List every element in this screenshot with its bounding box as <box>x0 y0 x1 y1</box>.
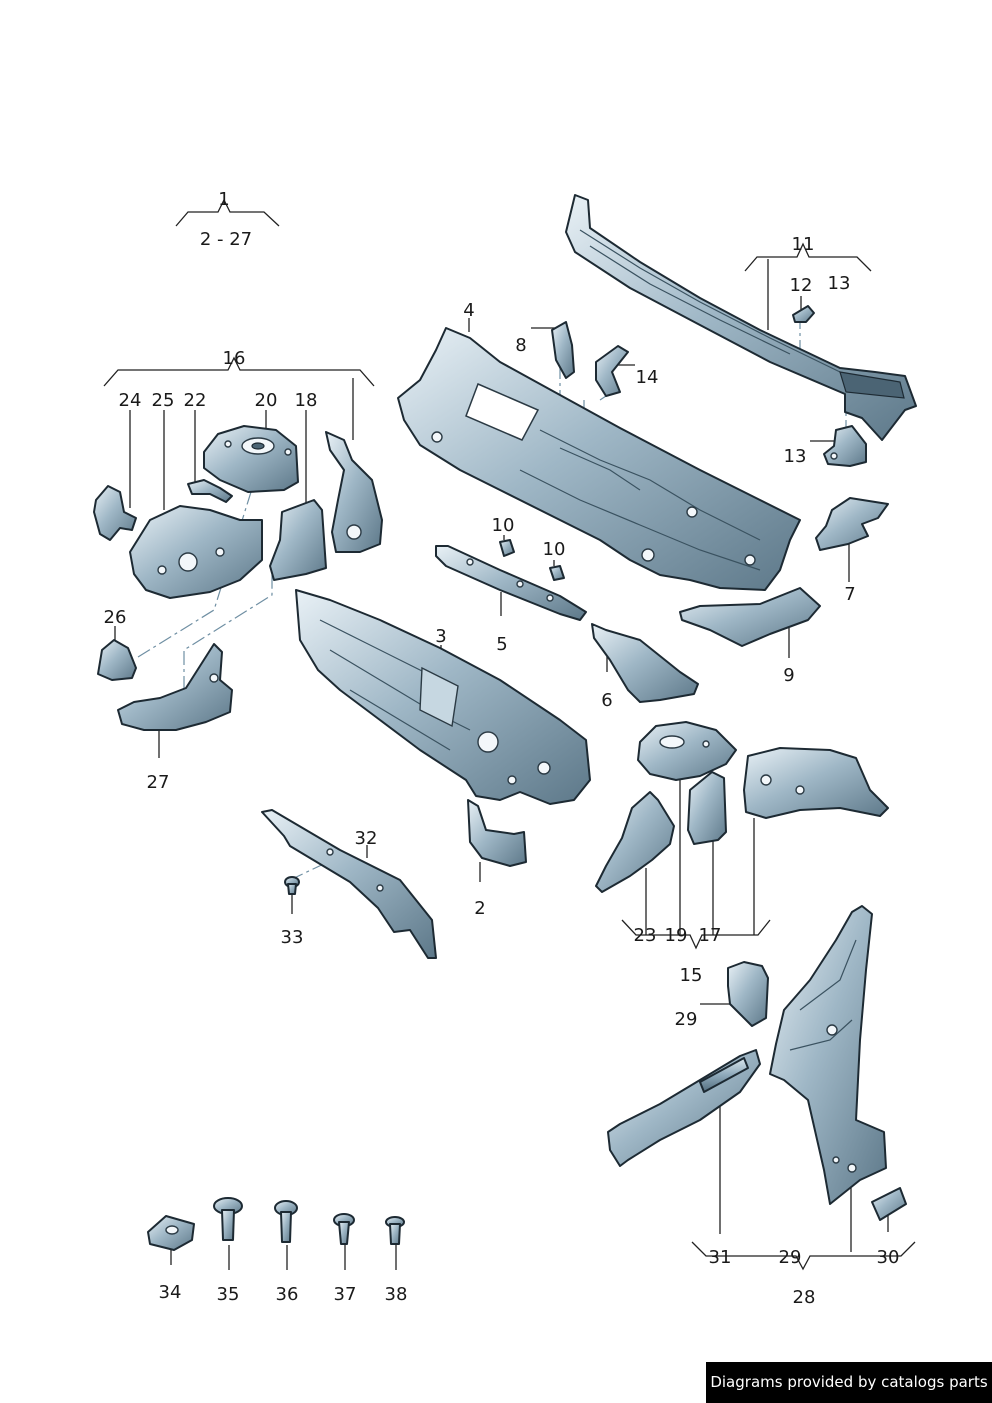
callout-16: 16 <box>223 348 246 369</box>
part-16-member <box>325 431 383 553</box>
part-9-reinforcement <box>679 587 821 647</box>
part-17-panel <box>687 771 727 845</box>
callout-11: 11 <box>792 234 815 255</box>
part-19-strut-dome <box>637 721 737 781</box>
part-32-member <box>261 809 437 959</box>
callout-12: 12 <box>790 275 813 296</box>
part-6-bracket <box>591 623 699 703</box>
part-7-bracket <box>815 497 889 551</box>
part-36-bolt <box>274 1200 298 1243</box>
part-10a-plate <box>499 539 515 557</box>
part-24-bracket <box>93 485 137 541</box>
callout-38: 38 <box>385 1284 408 1305</box>
callout-9: 9 <box>783 665 794 686</box>
callout-22: 22 <box>184 390 207 411</box>
part-31-member <box>607 1049 761 1167</box>
part-20-strut-dome <box>203 425 299 493</box>
part-12-clip <box>792 305 815 323</box>
callout-23: 23 <box>634 925 657 946</box>
callout-5: 5 <box>496 634 507 655</box>
part-11-cowl-crossmember <box>565 194 917 441</box>
callout-6: 6 <box>601 690 612 711</box>
callout-3: 3 <box>435 626 446 647</box>
callout-15: 15 <box>680 965 703 986</box>
callout-7: 7 <box>844 584 855 605</box>
part-13-bracket <box>823 425 867 467</box>
callout-4: 4 <box>463 300 474 321</box>
part-37-bolt <box>333 1213 355 1245</box>
part-8-bracket <box>551 321 575 379</box>
callout-25: 25 <box>152 390 175 411</box>
part-38-bolt <box>385 1216 405 1245</box>
callout-14: 14 <box>636 367 659 388</box>
callout-31: 31 <box>709 1247 732 1268</box>
callout-29b: 29 <box>779 1247 802 1268</box>
callout-17: 17 <box>699 925 722 946</box>
part-28-a-pillar <box>769 905 887 1205</box>
callout-10b: 10 <box>543 539 566 560</box>
part-22-bracket <box>187 479 233 503</box>
part-2-bracket <box>467 799 527 867</box>
callout-33: 33 <box>281 927 304 948</box>
part-25-wheelhouse <box>129 505 263 599</box>
callout-30: 30 <box>877 1247 900 1268</box>
callout-labels: 1 2 - 27 2 3 4 5 6 7 8 9 10 10 11 12 13 … <box>104 189 900 1308</box>
part-3-bulkhead <box>295 589 591 805</box>
part-30-plate <box>871 1187 907 1221</box>
callout-8: 8 <box>515 335 526 356</box>
callout-20: 20 <box>255 390 278 411</box>
part-29-bracket <box>727 961 769 1027</box>
callout-18: 18 <box>295 390 318 411</box>
callout-2: 2 <box>474 898 485 919</box>
callout-37: 37 <box>334 1284 357 1305</box>
callout-13a: 13 <box>828 273 851 294</box>
part-18-panel <box>269 499 327 581</box>
part-4-plenum-panel <box>397 327 801 591</box>
callout-24: 24 <box>119 390 142 411</box>
callout-27: 27 <box>147 772 170 793</box>
part-10b-plate <box>549 565 565 581</box>
leader-lines <box>103 198 916 1271</box>
credit-banner: Diagrams provided by catalogs parts <box>706 1362 992 1403</box>
callout-19: 19 <box>665 925 688 946</box>
part-33-screw <box>284 876 300 895</box>
callout-1: 1 <box>218 189 229 210</box>
part-5-crossmember <box>435 545 587 621</box>
callout-35: 35 <box>217 1284 240 1305</box>
callout-26: 26 <box>104 607 127 628</box>
callout-10a: 10 <box>492 515 515 536</box>
part-35-bolt <box>213 1197 243 1241</box>
part-14-bracket <box>595 345 629 397</box>
part-26-bracket <box>97 639 137 681</box>
callout-13b: 13 <box>784 446 807 467</box>
callout-28: 28 <box>793 1287 816 1308</box>
callout-36: 36 <box>276 1284 299 1305</box>
part-23-member <box>595 791 675 893</box>
callout-2-27: 2 - 27 <box>200 229 252 250</box>
part-15-wheelhouse <box>743 747 889 819</box>
part-27-member <box>117 643 233 731</box>
callout-34: 34 <box>159 1282 182 1303</box>
callout-29a: 29 <box>675 1009 698 1030</box>
callout-32: 32 <box>355 828 378 849</box>
part-34-nut <box>147 1215 195 1251</box>
